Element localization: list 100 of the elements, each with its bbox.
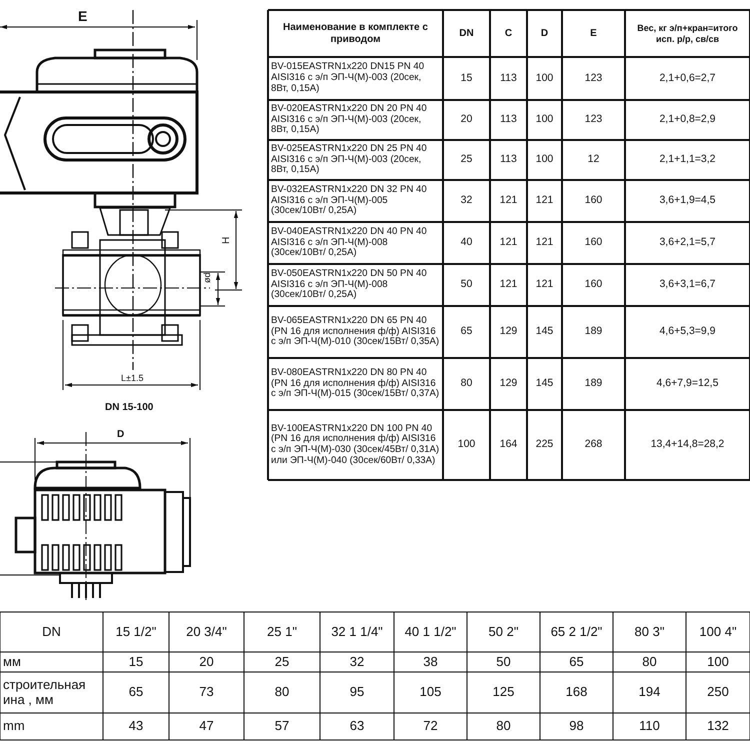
row-header: мм	[3, 654, 21, 670]
product-description: BV-032EASTRN1x220 DN 32 PN 40 AISI316 с э/п ЭП-Ч(М)-005 (30сек/10Вт/ 0,25А)	[271, 184, 428, 218]
spec-value: 121	[536, 237, 554, 249]
dimension-label: D	[117, 430, 124, 440]
spec-value: 73	[199, 685, 214, 700]
product-description: BV-015EASTRN1x220 DN15 PN 40 AISI316 с э/п ЭП-Ч(М)-003 (20сек, 8Вт, 0,15А)	[271, 62, 426, 95]
spec-value: 65	[569, 654, 584, 670]
spec-value: 80	[642, 654, 657, 670]
spec-value: 32	[350, 654, 364, 670]
spec-value: 65	[460, 326, 472, 338]
column-header: C	[504, 28, 512, 40]
spec-value: 25	[274, 654, 290, 670]
spec-value: 3,6+2,1=5,7	[659, 237, 716, 249]
spec-value: 268	[584, 439, 602, 451]
spec-value: 160	[584, 237, 602, 249]
spec-value: 225	[536, 439, 554, 451]
spec-value: 250	[707, 685, 729, 700]
dimension-label: L±1.5	[121, 374, 144, 383]
spec-value: 2,1+0,6=2,7	[659, 72, 716, 84]
row-header: строительная ина , мм	[3, 678, 87, 708]
spec-value: 50	[460, 279, 472, 291]
spec-value: 100	[536, 72, 554, 84]
spec-value: 164	[500, 439, 518, 451]
spec-value: 110	[639, 719, 660, 734]
spec-value: 95	[350, 685, 364, 700]
spec-value: 20	[460, 114, 472, 126]
column-header: 20 3/4"	[186, 624, 227, 640]
spec-value: 145	[536, 326, 554, 338]
product-description: BV-040EASTRN1x220 DN 40 PN 40 AISI316 с э/п ЭП-Ч(М)-008 (30сек/10Вт/ 0,25А)	[271, 226, 428, 260]
spec-value: 189	[584, 326, 602, 338]
spec-value: 189	[584, 378, 602, 390]
spec-value: 168	[566, 685, 588, 700]
column-header: D	[540, 28, 548, 40]
spec-value: 3,6+1,9=4,5	[659, 195, 716, 207]
spec-value: 63	[350, 719, 364, 734]
column-header: 80 3"	[634, 624, 664, 640]
spec-value: 20	[199, 654, 214, 670]
dimension-label: E	[78, 9, 88, 23]
spec-value: 100	[707, 654, 729, 670]
spec-value: 132	[707, 719, 729, 734]
spec-value: 50	[496, 654, 511, 670]
spec-value: 121	[500, 279, 518, 291]
column-header: Вес, кг э/п+кран=итого исп. р/р, св/св	[636, 23, 739, 44]
product-description: BV-100EASTRN1x220 DN 100 PN 40 (PN 16 для исполнения ф/ф) AISI316 с э/п ЭП-Ч(М)-030 (30сек/45Вт/ 0,31А) или ЭП-Ч(М)-040 (30сек/60Вт/ 0,33А)	[271, 424, 440, 466]
spec-value: 4,6+7,9=12,5	[656, 378, 718, 390]
spec-value: 2,1+0,8=2,9	[659, 114, 716, 126]
spec-value: 15	[128, 654, 144, 670]
spec-value: 13,4+14,8=28,2	[650, 439, 724, 451]
spec-value: 121	[536, 279, 554, 291]
spec-value: 129	[500, 326, 518, 338]
spec-value: 105	[420, 685, 442, 700]
spec-value: 4,6+5,3=9,9	[659, 326, 716, 338]
spec-value: 123	[584, 114, 602, 126]
product-description: BV-020EASTRN1x220 DN 20 PN 40 AISI316 с э/п ЭП-Ч(М)-003 (20сек, 8Вт, 0,15А)	[271, 104, 428, 136]
spec-value: 25	[460, 154, 472, 166]
spec-value: 121	[536, 195, 554, 207]
column-header: 100 4"	[699, 624, 737, 640]
spec-value: 98	[569, 719, 584, 734]
spec-value: 113	[500, 114, 517, 126]
spec-value: 121	[500, 195, 518, 207]
column-header: 25 1"	[267, 624, 297, 640]
spec-value: 145	[536, 378, 554, 390]
spec-value: 47	[199, 719, 214, 734]
spec-value: 43	[128, 719, 144, 734]
spec-value: 123	[584, 72, 602, 84]
spec-value: 129	[500, 378, 518, 390]
spec-value: 2,1+1,1=3,2	[659, 154, 716, 166]
spec-value: 15	[460, 72, 472, 84]
spec-value: 38	[423, 654, 438, 670]
column-header: DN	[459, 28, 474, 40]
product-description: BV-065EASTRN1x220 DN 65 PN 40 (PN 16 для исполнения ф/ф) AISI316 с э/п ЭП-Ч(М)-010 (30сек/15Вт/ 0,35А)	[271, 316, 440, 348]
spec-value: 32	[460, 195, 472, 207]
spec-value: 65	[128, 685, 144, 700]
spec-value: 100	[536, 154, 554, 166]
product-description: BV-050EASTRN1x220 DN 50 PN 40 AISI316 с э/п ЭП-Ч(М)-008 (30сек/10Вт/ 0,25А)	[271, 268, 428, 302]
dimension-label: ød	[203, 272, 212, 283]
row-header: DN	[42, 624, 61, 640]
column-header: 15 1/2"	[116, 624, 156, 640]
column-header: 40 1 1/2"	[404, 624, 456, 640]
row-header: mm	[3, 719, 25, 734]
spec-value: 57	[274, 719, 290, 734]
spec-value: 121	[500, 237, 518, 249]
column-header: 65 2 1/2"	[550, 624, 602, 640]
spec-value: 113	[500, 154, 517, 166]
column-header: 50 2"	[488, 624, 518, 640]
column-header: 32 1 1/4"	[331, 624, 383, 640]
spec-value: 80	[460, 378, 472, 390]
spec-value: 12	[588, 154, 600, 166]
column-header: Наименование в комплекте с приводом	[282, 22, 429, 45]
dimension-label: H	[222, 236, 232, 244]
product-description: BV-080EASTRN1x220 DN 80 PN 40 (PN 16 для исполнения ф/ф) AISI316 с э/п ЭП-Ч(М)-015 (30сек/15Вт/ 0,37А)	[271, 368, 440, 400]
spec-value: 80	[496, 719, 511, 734]
spec-value: 3,6+3,1=6,7	[659, 279, 716, 291]
spec-value: 113	[500, 72, 517, 84]
spec-value: 80	[274, 685, 290, 700]
column-header: E	[590, 28, 597, 40]
spec-value: 125	[492, 685, 514, 700]
drawing-caption: DN 15-100	[105, 403, 154, 413]
spec-value: 100	[536, 114, 554, 126]
spec-value: 72	[423, 719, 438, 734]
